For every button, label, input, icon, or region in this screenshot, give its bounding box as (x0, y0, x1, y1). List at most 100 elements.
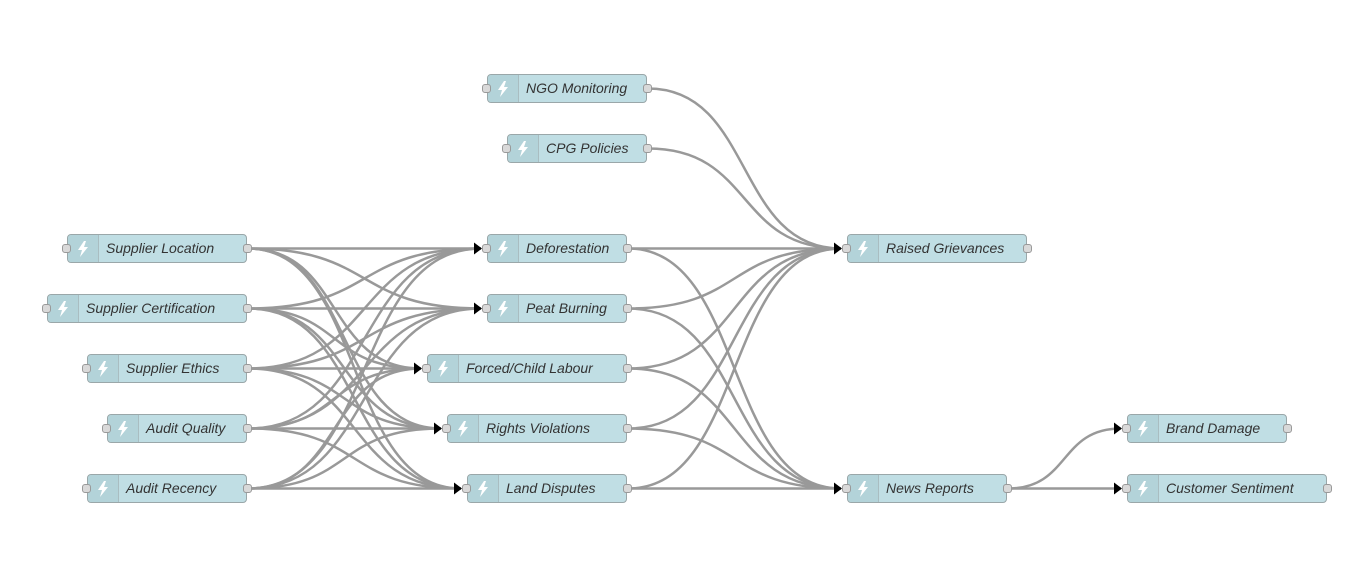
input-port[interactable] (102, 424, 111, 433)
node-ngo-monitoring[interactable]: NGO Monitoring (482, 74, 652, 103)
input-port[interactable] (502, 144, 511, 153)
wire-sloc-rv[interactable] (247, 247, 442, 430)
output-port[interactable] (623, 484, 632, 493)
wire-nr-bd[interactable] (1007, 427, 1122, 490)
input-port[interactable] (482, 84, 491, 93)
input-port[interactable] (482, 304, 491, 313)
node-land-disputes[interactable]: Land Disputes (462, 474, 632, 503)
output-port[interactable] (243, 484, 252, 493)
node-supplier-certification[interactable]: Supplier Certification (42, 294, 252, 323)
output-port[interactable] (1023, 244, 1032, 253)
wire-fcl-rg[interactable] (627, 247, 842, 370)
input-port[interactable] (82, 364, 91, 373)
node-rights-violations[interactable]: Rights Violations (442, 414, 632, 443)
wire-rv-rg[interactable] (627, 247, 842, 430)
output-port[interactable] (243, 424, 252, 433)
node-raised-grievances[interactable]: Raised Grievances (842, 234, 1032, 263)
node-label: Supplier Location (106, 240, 215, 256)
lightning-icon (88, 355, 119, 382)
node-label: Brand Damage (1166, 420, 1261, 436)
arrowhead-rv (434, 422, 442, 435)
input-port[interactable] (1122, 424, 1131, 433)
lightning-icon (88, 475, 119, 502)
wire-rv-nr[interactable] (627, 427, 842, 490)
node-label: News Reports (886, 480, 974, 496)
lightning-icon (848, 235, 879, 262)
node-audit-quality[interactable]: Audit Quality (102, 414, 252, 443)
wire-fcl-nr[interactable] (627, 367, 842, 490)
arrowhead-def (474, 242, 482, 255)
input-port[interactable] (482, 244, 491, 253)
wire-ar-peat[interactable] (247, 307, 482, 490)
node-news-reports[interactable]: News Reports (842, 474, 1012, 503)
node-customer-sentiment[interactable]: Customer Sentiment (1122, 474, 1332, 503)
lightning-icon (488, 295, 519, 322)
wire-aq-def[interactable] (247, 247, 482, 430)
input-port[interactable] (42, 304, 51, 313)
node-deforestation[interactable]: Deforestation (482, 234, 632, 263)
arrowhead-bd (1114, 422, 1122, 435)
output-port[interactable] (243, 364, 252, 373)
node-audit-recency[interactable]: Audit Recency (82, 474, 252, 503)
input-port[interactable] (462, 484, 471, 493)
input-port[interactable] (842, 244, 851, 253)
output-port[interactable] (623, 244, 632, 253)
output-port[interactable] (243, 244, 252, 253)
wire-aq-ld[interactable] (247, 427, 462, 490)
output-port[interactable] (643, 84, 652, 93)
node-label: Supplier Ethics (126, 360, 220, 376)
output-port[interactable] (1003, 484, 1012, 493)
wire-aq-fcl[interactable] (247, 367, 422, 430)
output-port[interactable] (643, 144, 652, 153)
output-port[interactable] (623, 424, 632, 433)
lightning-icon (468, 475, 499, 502)
lightning-icon (1128, 475, 1159, 502)
lightning-icon (488, 235, 519, 262)
node-forced-child-labour[interactable]: Forced/Child Labour (422, 354, 632, 383)
node-label: Audit Quality (146, 420, 226, 436)
arrowhead-peat (474, 302, 482, 315)
output-port[interactable] (243, 304, 252, 313)
arrowhead-ld (454, 482, 462, 495)
output-port[interactable] (623, 304, 632, 313)
lightning-icon (1128, 415, 1159, 442)
arrowhead-cs (1114, 482, 1122, 495)
lightning-icon (68, 235, 99, 262)
input-port[interactable] (442, 424, 451, 433)
node-cpg-policies[interactable]: CPG Policies (502, 134, 652, 163)
wire-peat-nr[interactable] (627, 307, 842, 490)
lightning-icon (848, 475, 879, 502)
lightning-icon (488, 75, 519, 102)
output-port[interactable] (1283, 424, 1292, 433)
wire-ar-fcl[interactable] (247, 367, 422, 490)
node-supplier-location[interactable]: Supplier Location (62, 234, 252, 263)
lightning-icon (428, 355, 459, 382)
input-port[interactable] (842, 484, 851, 493)
input-port[interactable] (1122, 484, 1131, 493)
input-port[interactable] (62, 244, 71, 253)
arrowhead-rg (834, 242, 842, 255)
lightning-icon (48, 295, 79, 322)
output-port[interactable] (623, 364, 632, 373)
node-peat-burning[interactable]: Peat Burning (482, 294, 632, 323)
wire-peat-rg[interactable] (627, 247, 842, 310)
arrowhead-nr (834, 482, 842, 495)
node-brand-damage[interactable]: Brand Damage (1122, 414, 1292, 443)
wire-cpg-rg[interactable] (647, 147, 842, 250)
node-label: Raised Grievances (886, 240, 1005, 256)
wire-ar-rv[interactable] (247, 427, 442, 490)
input-port[interactable] (422, 364, 431, 373)
wire-seth-def[interactable] (247, 247, 482, 370)
node-label: Land Disputes (506, 480, 596, 496)
node-supplier-ethics[interactable]: Supplier Ethics (82, 354, 252, 383)
input-port[interactable] (82, 484, 91, 493)
wire-scert-def[interactable] (247, 247, 482, 310)
output-port[interactable] (1323, 484, 1332, 493)
node-label: Audit Recency (126, 480, 217, 496)
wire-ngo-rg[interactable] (647, 87, 842, 250)
wire-def-nr[interactable] (627, 247, 842, 490)
lightning-icon (108, 415, 139, 442)
wire-seth-rv[interactable] (247, 367, 442, 430)
